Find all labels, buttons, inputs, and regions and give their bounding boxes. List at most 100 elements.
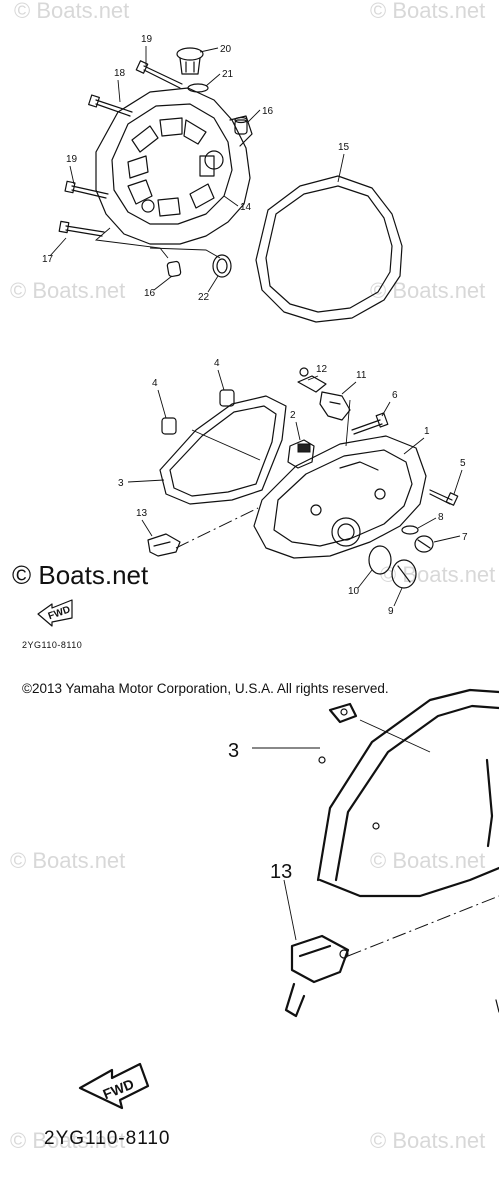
- part-9-plug: [391, 559, 417, 589]
- leader-13: [283, 879, 297, 941]
- gasket-3: [159, 395, 287, 505]
- cover-boss: [310, 504, 322, 516]
- gasket-3-zoom-bottom: [318, 866, 499, 898]
- callout-8: 8: [438, 512, 444, 523]
- watermark-text: © Boats.net: [370, 848, 485, 873]
- part-code: 2YG110-8110: [22, 640, 83, 650]
- cover-boss: [141, 199, 155, 213]
- assembly-line: [175, 507, 259, 549]
- crankcase-cover-1: [253, 435, 427, 559]
- assembly-line: [347, 895, 499, 957]
- cover-1-rib: [273, 449, 413, 547]
- callout-17: 17: [42, 254, 54, 265]
- callout-labels: 19 20 18 21 16 15 19 14 17 16 22 12 4 11…: [42, 34, 468, 883]
- fwd-arrow-icon-large: FWD: [78, 1062, 150, 1110]
- assembly-line: [191, 429, 261, 461]
- watermark-text: © Boats.net: [10, 1128, 125, 1153]
- cover-detail: [339, 461, 379, 471]
- gasket-hole: [372, 822, 380, 830]
- cover-vents: [127, 117, 215, 217]
- callout-12: 12: [316, 364, 328, 375]
- bolt-17: [58, 220, 105, 237]
- part-11-zoom: [328, 702, 358, 724]
- crankcase-cover-1-assembly: [147, 367, 459, 589]
- callout-16: 16: [144, 288, 156, 299]
- watermark-text: © Boats.net: [380, 562, 495, 587]
- bolt-6: [351, 412, 389, 435]
- watermark-text: © Boats.net: [370, 0, 485, 23]
- callout-3-zoom: 3: [228, 740, 239, 762]
- crankcase-cover-assembly: [58, 47, 253, 278]
- assembly-line: [345, 399, 351, 447]
- callout-21: 21: [222, 69, 234, 80]
- callout-13-zoom: 13: [270, 861, 292, 883]
- watermark-text: © Boats.net: [370, 1128, 485, 1153]
- callout-14: 14: [240, 202, 252, 213]
- copyright-boats: © Boats.net: [12, 560, 149, 590]
- callout-22: 22: [198, 292, 210, 303]
- o-ring: [187, 83, 209, 93]
- part-11-bracket: [319, 391, 351, 421]
- watermarks: © Boats.net © Boats.net © Boats.net © Bo…: [10, 0, 495, 1153]
- part-7-plug: [414, 535, 434, 553]
- callout-4: 4: [152, 378, 158, 389]
- callout-2: 2: [290, 410, 296, 421]
- dowel-pin-4-left: [161, 417, 177, 435]
- o-ring-8: [401, 525, 419, 535]
- cover-boss: [374, 488, 386, 500]
- gasket-3-inner: [169, 405, 277, 497]
- gasket-crankcase-cover: [255, 175, 403, 323]
- bolt-5: [429, 489, 459, 506]
- watermark-text: © Boats.net: [14, 0, 129, 23]
- dowel-pin-upper: [234, 116, 248, 135]
- callout-20: 20: [220, 44, 232, 55]
- gasket-inner: [265, 185, 393, 313]
- part-11-zoom-hole: [340, 708, 348, 716]
- assembly-line: [94, 227, 169, 259]
- part-12-screw: [297, 367, 327, 393]
- watermark-text: © Boats.net: [10, 278, 125, 303]
- dowel-pin-4-right: [219, 389, 235, 407]
- copyright-yamaha: ©2013 Yamaha Motor Corporation, U.S.A. A…: [22, 681, 389, 696]
- zoomed-assembly: [252, 688, 499, 1018]
- bolt-19-mid: [64, 180, 109, 199]
- callout-4: 4: [214, 358, 220, 369]
- o-ring-10: [368, 545, 392, 575]
- crankshaft-hole-inner: [337, 523, 355, 541]
- part-13-bracket: [147, 533, 181, 557]
- callout-11: 11: [356, 370, 367, 381]
- assembly-line: [359, 719, 431, 753]
- crankshaft-hole: [331, 517, 361, 547]
- oil-seal: [212, 254, 232, 278]
- gasket-3-zoom-inner: [334, 704, 499, 882]
- callout-9: 9: [388, 606, 394, 617]
- gasket-hole: [318, 756, 326, 764]
- bolt-19-top: [135, 60, 183, 89]
- callout-19: 19: [66, 154, 78, 165]
- gasket-3-zoom: [316, 688, 499, 882]
- callout-leaders: [49, 46, 463, 607]
- fwd-arrow-icon: FWD: [37, 599, 73, 627]
- cover-boss: [204, 150, 224, 170]
- part-2-block: [287, 439, 315, 469]
- watermark-text: © Boats.net: [10, 848, 125, 873]
- callout-19: 19: [141, 34, 153, 45]
- cover-rib: [111, 103, 233, 225]
- callout-15: 15: [338, 142, 350, 153]
- callout-13: 13: [136, 508, 148, 519]
- watermark-text: © Boats.net: [370, 278, 485, 303]
- callout-6: 6: [392, 390, 398, 401]
- callout-7: 7: [462, 532, 468, 543]
- callout-3: 3: [118, 478, 124, 489]
- zoom-edge: [485, 758, 494, 848]
- fwd-label-large: FWD: [101, 1076, 137, 1103]
- callout-18: 18: [114, 68, 126, 79]
- part-13-zoom: [284, 934, 350, 1018]
- bolt-18: [88, 94, 133, 117]
- fwd-label: FWD: [47, 604, 72, 622]
- crankcase-cover: [95, 87, 251, 245]
- callout-5: 5: [460, 458, 466, 469]
- assembly-line: [149, 247, 221, 259]
- dowel-pin-lower: [166, 260, 182, 278]
